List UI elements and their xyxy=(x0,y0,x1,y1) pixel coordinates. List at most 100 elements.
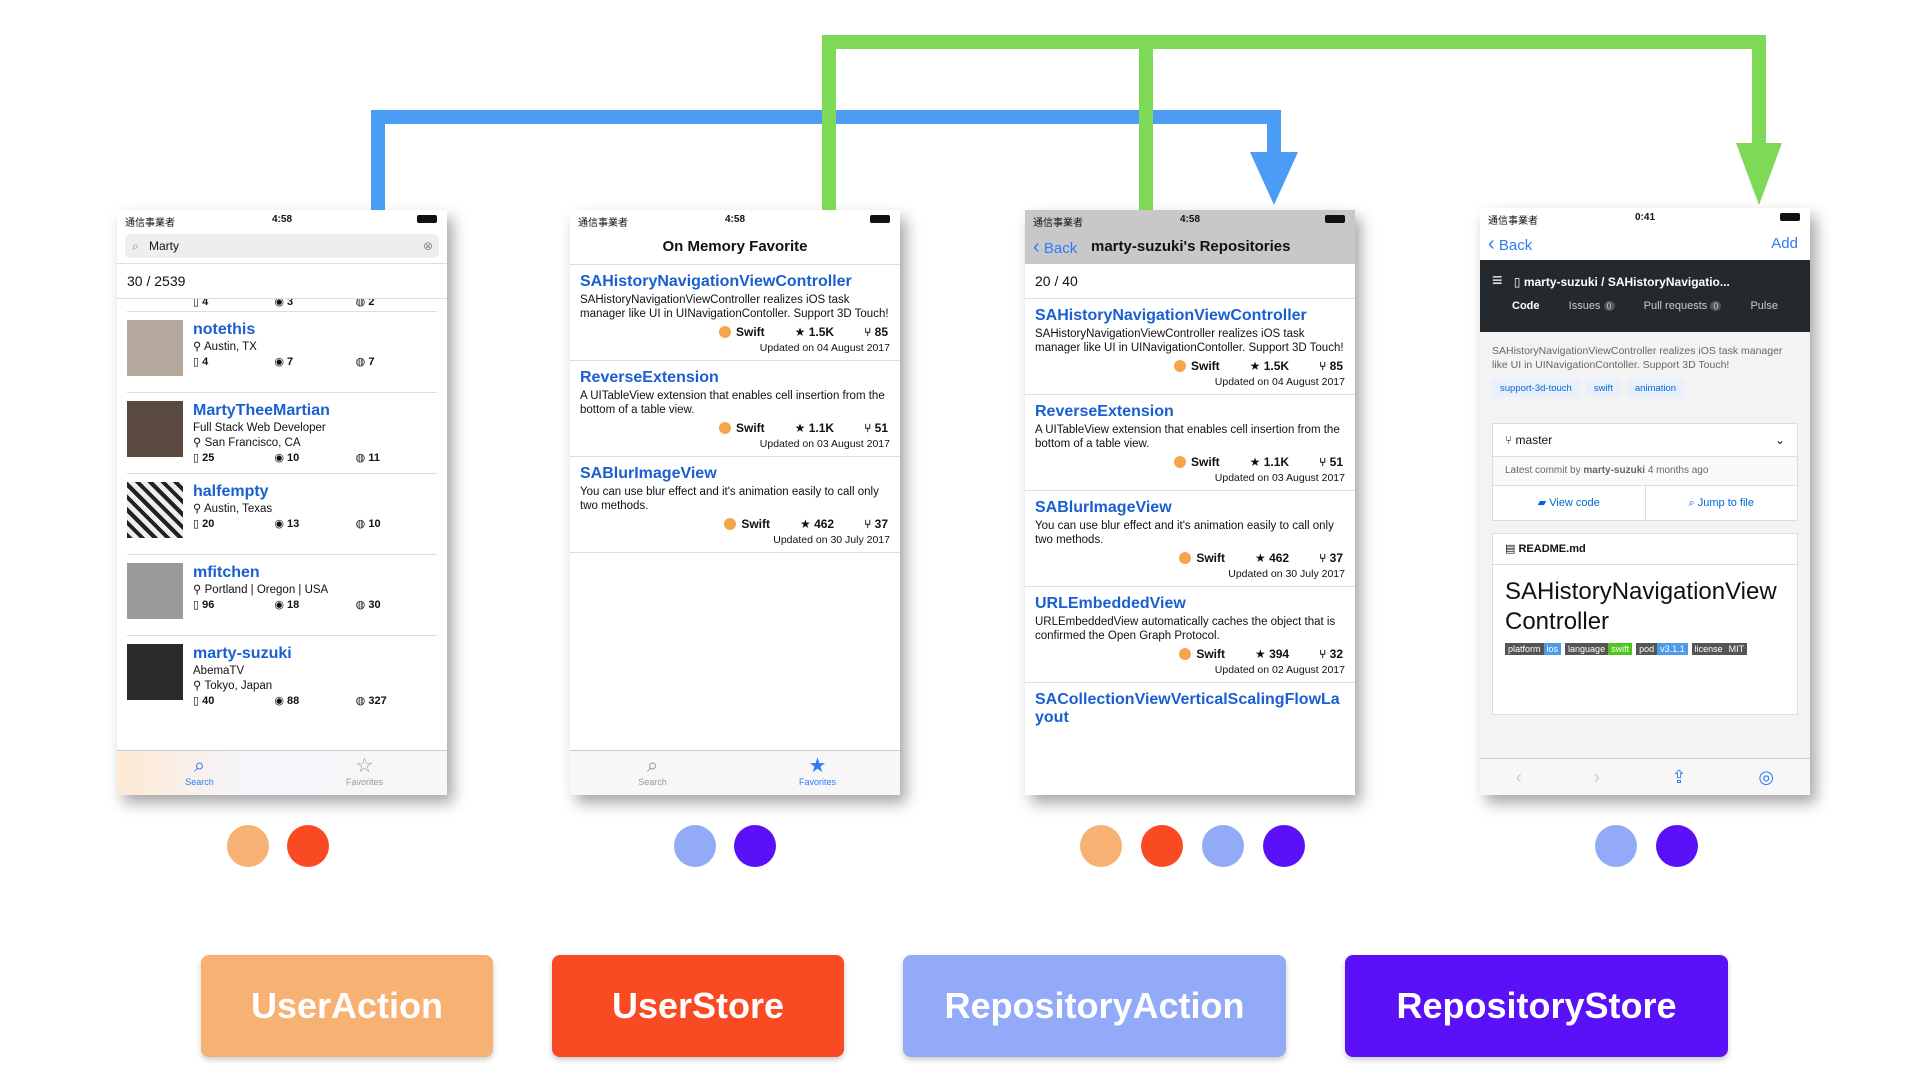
repo-row[interactable]: SABlurImageView You can use blur effect … xyxy=(1025,491,1355,587)
gist-icon: ◍ xyxy=(355,599,366,611)
repo-stats: Swift ★ 462 ⑂ 37 xyxy=(1035,551,1345,565)
eye-icon: ◉ xyxy=(274,356,284,368)
repo-updated: Updated on 04 August 2017 xyxy=(759,342,890,354)
pin-icon: ⚲ xyxy=(193,680,202,692)
clear-icon[interactable]: ⊗ xyxy=(422,239,433,253)
add-button[interactable]: Add xyxy=(1771,235,1798,252)
pin-icon: ⚲ xyxy=(193,503,202,515)
battery-icon xyxy=(1325,215,1345,223)
avatar xyxy=(127,644,183,700)
tab-issues[interactable]: Issues 0 xyxy=(1569,300,1615,312)
time-label: 0:41 xyxy=(1634,212,1655,223)
chevron-left-icon: ‹ xyxy=(1033,236,1040,258)
repo-stars: ★ 1.1K xyxy=(794,421,835,435)
repo-row[interactable]: SAHistoryNavigationViewController SAHist… xyxy=(570,265,900,361)
back-label: Back xyxy=(1043,240,1078,257)
repo-description: A UITableView extension that enables cel… xyxy=(1035,424,1340,450)
book-icon: ▤ xyxy=(1505,543,1516,555)
repo-updated: Updated on 03 August 2017 xyxy=(1214,472,1345,484)
user-row[interactable]: mfitchen ⚲ Portland | Oregon | USA ▯ 96 … xyxy=(127,555,437,636)
repo-name: SAHistoryNavigationViewController xyxy=(1035,307,1307,324)
user-list: notethis ⚲ Austin, TX ▯ 4 ◉ 7 ◍ 7 MartyT… xyxy=(127,312,437,716)
user-row[interactable]: MartyTheeMartian Full Stack Web Develope… xyxy=(127,393,437,474)
chevron-right-icon[interactable]: › xyxy=(1593,766,1600,787)
user-count: 30 / 2539 xyxy=(117,264,447,299)
back-button[interactable]: ‹ Back xyxy=(1033,230,1077,266)
language-dot-icon xyxy=(1179,648,1192,660)
user-location: San Francisco, CA xyxy=(204,437,301,449)
repo-forks: ⑂ 51 xyxy=(1319,455,1343,469)
time-label: 4:58 xyxy=(1179,214,1200,225)
tab-bar: ⌕Search ★Favorites xyxy=(570,750,900,795)
carrier-label: 通信事業者 xyxy=(125,218,175,229)
repo-updated: Updated on 03 August 2017 xyxy=(759,438,890,450)
pin-icon: ⚲ xyxy=(193,437,202,449)
topic-tag[interactable]: animation xyxy=(1626,380,1685,397)
user-location: Portland | Oregon | USA xyxy=(204,584,329,596)
repo-forks: ⑂ 32 xyxy=(1319,647,1343,661)
user-row[interactable]: marty-suzuki AbemaTV ⚲ Tokyo, Japan ▯ 40… xyxy=(127,636,437,716)
user-action-label: UserAction xyxy=(201,955,493,1057)
partial-gists: 2 xyxy=(368,299,375,308)
chevron-left-icon[interactable]: ‹ xyxy=(1515,766,1522,787)
repo-icon: ▯ xyxy=(193,356,200,368)
user-row[interactable]: halfempty ⚲ Austin, Texas ▯ 20 ◉ 13 ◍ 10 xyxy=(127,474,437,555)
user-name: notethis xyxy=(193,321,256,338)
eye-icon: ◉ xyxy=(274,695,284,707)
tab-pulse[interactable]: Pulse xyxy=(1750,300,1778,312)
search-input[interactable]: Marty xyxy=(149,239,179,253)
eye-icon: ◉ xyxy=(274,599,284,611)
follower-count: 18 xyxy=(287,599,300,611)
repo-row[interactable]: SAHistoryNavigationViewController SAHist… xyxy=(1025,299,1355,395)
tab-favorites[interactable]: ★Favorites xyxy=(735,751,900,795)
tab-favorites[interactable]: ☆Favorites xyxy=(282,751,447,795)
user-store-dot xyxy=(1141,825,1183,867)
avatar xyxy=(127,563,183,619)
page-title: On Memory Favorite xyxy=(570,230,900,265)
tab-search[interactable]: ⌕Search xyxy=(117,751,282,795)
gist-count: 7 xyxy=(368,356,375,368)
follower-count: 13 xyxy=(287,518,300,530)
status-bar: 通信事業者 4:58 xyxy=(570,210,900,230)
user-row[interactable]: notethis ⚲ Austin, TX ▯ 4 ◉ 7 ◍ 7 xyxy=(127,312,437,393)
compass-icon[interactable]: ◎ xyxy=(1758,766,1775,787)
branch-selector[interactable]: ⑂ master ⌄ xyxy=(1493,424,1797,457)
partial-user-row: ▯ 4 ◉ 3 ◍ 2 xyxy=(127,299,437,312)
hamburger-icon[interactable]: ≡ xyxy=(1492,270,1503,290)
branch-box: ⑂ master ⌄ Latest commit by marty-suzuki… xyxy=(1492,423,1798,521)
tab-code[interactable]: Code xyxy=(1512,300,1540,312)
repo-row[interactable]: ReverseExtension A UITableView extension… xyxy=(570,361,900,457)
repo-count: 20 xyxy=(202,518,215,530)
jump-to-file-button[interactable]: ⌕ Jump to file xyxy=(1688,497,1754,509)
repo-count: 20 / 40 xyxy=(1025,264,1355,299)
repo-updated: Updated on 30 July 2017 xyxy=(773,534,890,546)
language-dot-icon xyxy=(1173,456,1186,468)
commit-author[interactable]: marty-suzuki xyxy=(1583,465,1646,476)
tab-label: Favorites xyxy=(345,777,383,787)
repo-updated: Updated on 02 August 2017 xyxy=(1214,664,1345,676)
tab-search[interactable]: ⌕Search xyxy=(570,751,735,795)
repo-description: SAHistoryNavigationViewController realiz… xyxy=(1035,328,1344,354)
repository-store-dot xyxy=(734,825,776,867)
repo-language: Swift xyxy=(735,325,765,339)
repo-row[interactable]: ReverseExtension A UITableView extension… xyxy=(1025,395,1355,491)
topic-tag[interactable]: swift xyxy=(1585,380,1621,397)
repo-path[interactable]: marty-suzuki / SAHistoryNavigatio... xyxy=(1523,275,1730,289)
view-code-button[interactable]: ▰ View code xyxy=(1493,486,1646,520)
topic-tag[interactable]: support-3d-touch xyxy=(1492,380,1580,397)
github-header: ≡ ▯ marty-suzuki / SAHistoryNavigatio...… xyxy=(1480,260,1810,332)
avatar xyxy=(127,401,183,457)
repo-row[interactable]: SACollectionViewVerticalScalingFlowLayou… xyxy=(1025,683,1355,733)
user-location: Tokyo, Japan xyxy=(204,680,273,692)
readme-box: ▤ README.md SAHistoryNavigationViewContr… xyxy=(1492,533,1798,715)
search-icon: ⌕ xyxy=(132,239,139,253)
tab-pull-requests[interactable]: Pull requests 0 xyxy=(1644,300,1722,312)
back-button[interactable]: ‹ Back xyxy=(1488,228,1532,262)
repo-row[interactable]: URLEmbeddedView URLEmbeddedView automati… xyxy=(1025,587,1355,683)
repo-row[interactable]: SABlurImageView You can use blur effect … xyxy=(570,457,900,553)
language-dot-icon xyxy=(724,518,737,530)
share-icon[interactable]: ⇪ xyxy=(1671,766,1687,787)
favorite-list: SAHistoryNavigationViewController SAHist… xyxy=(570,265,900,553)
user-location: Austin, TX xyxy=(204,341,257,353)
